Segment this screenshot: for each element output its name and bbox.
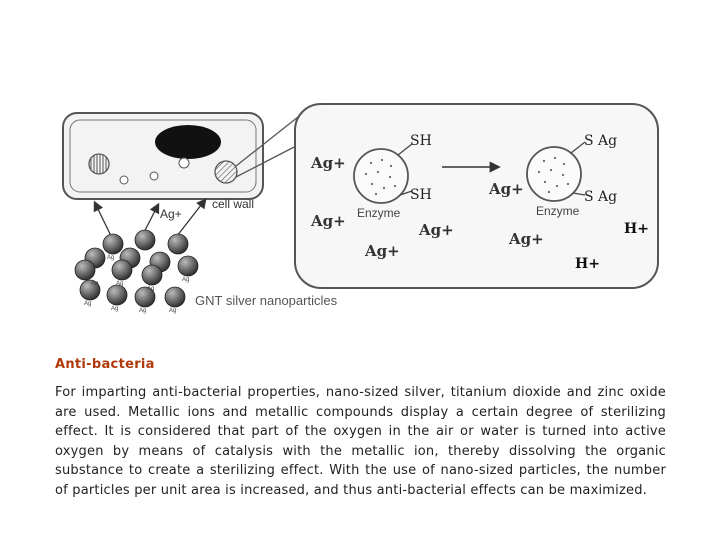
ag-ion: Ag+ <box>418 221 454 239</box>
s-ag-label-bottom: S Ag <box>584 189 617 205</box>
zoom-balloon <box>294 103 659 289</box>
enzyme-label-right: Enzyme <box>536 204 580 218</box>
particle-ag-label: Ag <box>182 277 189 283</box>
cell-wall-label: cell wall <box>212 197 254 211</box>
arrow-to-cell <box>93 200 114 241</box>
ag-ion: Ag+ <box>310 154 346 172</box>
nanoparticle <box>141 264 163 286</box>
enzyme-label-left: Enzyme <box>357 206 401 220</box>
nanoparticle <box>74 259 96 281</box>
nucleus <box>155 125 221 159</box>
nanoparticle <box>111 259 133 281</box>
h-ion: H+ <box>575 256 600 272</box>
ag-ion: Ag+ <box>310 212 346 230</box>
vacuole <box>88 153 110 175</box>
enzyme-right <box>526 146 582 202</box>
particle-ag-label: Ag <box>147 286 154 292</box>
nanoparticle-cluster: Ag Ag Ag Ag Ag Ag Ag Ag Ag <box>74 229 199 314</box>
ag-ion: Ag+ <box>488 180 524 198</box>
particle-ag-label: Ag <box>169 308 176 314</box>
nanoparticle <box>102 233 124 255</box>
enzyme-left <box>353 148 409 204</box>
caption-title: Anti-bacteria <box>55 357 155 372</box>
nanoparticle <box>177 255 199 277</box>
magnified-spot <box>214 160 238 184</box>
ag-ion: Ag+ <box>160 207 182 221</box>
caption: Anti-bacteria For imparting anti-bacteri… <box>55 357 666 500</box>
sh-label-top: SH <box>410 133 432 149</box>
nanoparticle <box>134 286 156 308</box>
nanoparticle <box>79 279 101 301</box>
arrow-to-cell <box>176 197 207 237</box>
nanoparticle <box>106 284 128 306</box>
sh-label-bottom: SH <box>410 187 432 203</box>
nanoparticle <box>167 233 189 255</box>
particle-ag-label: Ag <box>107 255 114 261</box>
antibacterial-diagram: SH SH Enzyme S Ag S Ag Enzyme Ag+ Ag+ Ag… <box>62 103 659 314</box>
particle-ag-label: Ag <box>139 308 146 314</box>
particle-ag-label: Ag <box>111 306 118 312</box>
ag-ion: Ag+ <box>508 230 544 248</box>
s-ag-label-top: S Ag <box>584 133 617 149</box>
particle-ag-label: Ag <box>84 301 91 307</box>
ag-ion: Ag+ <box>364 242 400 260</box>
nanoparticles-label: GNT silver nanoparticles <box>195 293 338 308</box>
caption-body: For imparting anti-bacterial properties,… <box>55 385 666 498</box>
small-organelle <box>149 171 159 181</box>
small-organelle <box>178 157 190 169</box>
particle-ag-label: Ag <box>91 281 98 287</box>
particle-ag-label: Ag <box>116 281 123 287</box>
nanoparticle <box>164 286 186 308</box>
nanoparticle <box>134 229 156 251</box>
bacterium-cell <box>62 112 264 200</box>
h-ion: H+ <box>624 221 649 237</box>
small-organelle <box>119 175 129 185</box>
